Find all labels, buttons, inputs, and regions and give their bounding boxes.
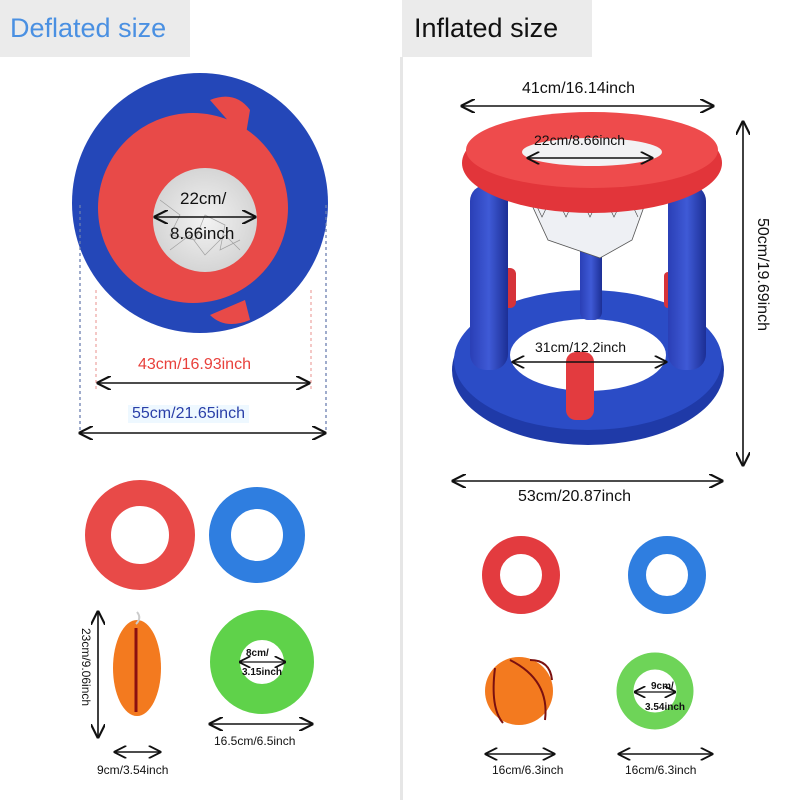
inflated-base-inner-diameter: 31cm/12.2inch <box>535 339 627 355</box>
deflated-inner-diameter-cm: 22cm/ <box>180 189 227 208</box>
inflated-ball-width: 16cm/6.3inch <box>492 763 564 777</box>
inflated-accessories <box>482 536 712 754</box>
deflated-ball-height: 23cm/9.06inch <box>79 628 93 707</box>
inflated-green-ring-outer: 16cm/6.3inch <box>625 763 697 777</box>
deflated-green-ring-inner-inch: 3.15inch <box>242 667 283 678</box>
deflated-ball-width: 9cm/3.54inch <box>97 763 169 777</box>
inflated-top-width: 41cm/16.14inch <box>522 80 635 97</box>
inflated-green-ring-inner-cm: 9cm/ <box>651 681 674 692</box>
inflated-green-ring-inner-inch: 3.54inch <box>645 702 686 713</box>
inflated-height: 50cm/19.69inch <box>754 218 771 331</box>
deflated-blue-base-width: 55cm/21.65inch <box>128 405 249 423</box>
inflated-base-width: 53cm/20.87inch <box>518 488 631 505</box>
deflated-green-ring-inner-cm: 8cm/ <box>246 648 269 659</box>
section-divider <box>400 57 403 800</box>
inflated-rim-inner-diameter: 22cm/8.66inch <box>534 132 626 148</box>
deflated-accessories <box>85 480 314 752</box>
deflated-green-ring-outer: 16.5cm/6.5inch <box>214 734 296 748</box>
deflated-size-heading: Deflated size <box>0 0 190 57</box>
inflated-hoop-image <box>452 106 743 481</box>
deflated-red-ring-width: 43cm/16.93inch <box>138 356 251 373</box>
deflated-inner-diameter-inch: 8.66inch <box>170 224 235 243</box>
inflated-size-heading: Inflated size <box>402 0 592 57</box>
deflated-hoop-image <box>72 73 328 433</box>
